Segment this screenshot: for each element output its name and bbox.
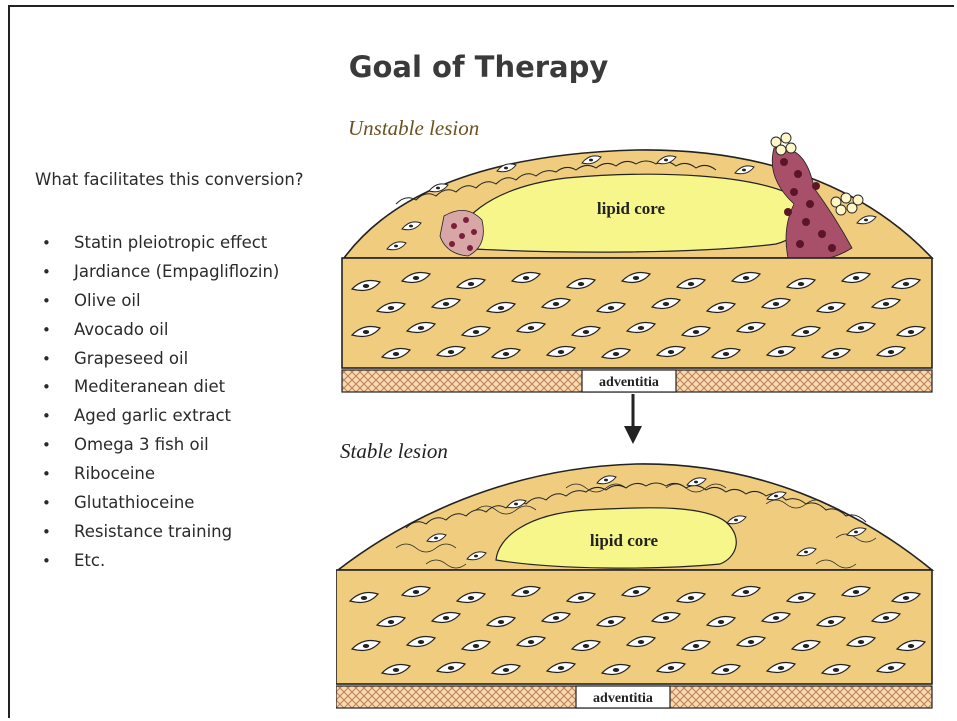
list-item: •Grapeseed oil bbox=[42, 345, 279, 374]
stable-lesion: Stable lesion lipid core adventitia bbox=[336, 439, 932, 708]
list-item-label: Olive oil bbox=[74, 291, 141, 310]
list-item-label: Statin pleiotropic effect bbox=[74, 233, 267, 252]
list-item: •Avocado oil bbox=[42, 316, 279, 345]
bullet-icon: • bbox=[42, 229, 74, 258]
bullet-icon: • bbox=[42, 489, 74, 518]
unstable-core-label: lipid core bbox=[597, 199, 666, 218]
bullet-icon: • bbox=[42, 316, 74, 345]
stable-heading: Stable lesion bbox=[340, 439, 448, 463]
list-item-label: Omega 3 fish oil bbox=[74, 435, 209, 454]
stable-core-label: lipid core bbox=[590, 531, 659, 550]
list-item-label: Jardiance (Empagliflozin) bbox=[74, 262, 279, 281]
list-item-label: Riboceine bbox=[74, 464, 155, 483]
bullet-icon: • bbox=[42, 547, 74, 576]
bullet-icon: • bbox=[42, 373, 74, 402]
list-item: •Mediteranean diet bbox=[42, 373, 279, 402]
bullet-icon: • bbox=[42, 345, 74, 374]
list-item-label: Resistance training bbox=[74, 522, 232, 541]
bullet-icon: • bbox=[42, 287, 74, 316]
unstable-lesion: Unstable lesion lipid core bbox=[342, 116, 932, 392]
list-item: •Statin pleiotropic effect bbox=[42, 229, 279, 258]
unstable-adventitia-label: adventitia bbox=[599, 375, 659, 390]
list-item: •Aged garlic extract bbox=[42, 402, 279, 431]
list-item-label: Aged garlic extract bbox=[74, 406, 231, 425]
list-item: •Omega 3 fish oil bbox=[42, 431, 279, 460]
list-item-label: Etc. bbox=[74, 551, 105, 570]
bullet-icon: • bbox=[42, 460, 74, 489]
list-item-label: Glutathioceine bbox=[74, 493, 194, 512]
list-item: •Resistance training bbox=[42, 518, 279, 547]
bullet-icon: • bbox=[42, 258, 74, 287]
question-text: What facilitates this conversion? bbox=[35, 170, 304, 189]
list-item: •Riboceine bbox=[42, 460, 279, 489]
therapy-list: •Statin pleiotropic effect •Jardiance (E… bbox=[42, 229, 279, 576]
list-item: •Jardiance (Empagliflozin) bbox=[42, 258, 279, 287]
bullet-icon: • bbox=[42, 518, 74, 547]
bullet-icon: • bbox=[42, 431, 74, 460]
down-arrow-icon bbox=[624, 394, 642, 444]
bullet-icon: • bbox=[42, 402, 74, 431]
lesion-diagram: Unstable lesion lipid core bbox=[336, 108, 936, 714]
list-item-label: Grapeseed oil bbox=[74, 349, 188, 368]
list-item: •Olive oil bbox=[42, 287, 279, 316]
list-item-label: Mediteranean diet bbox=[74, 377, 225, 396]
list-item: •Etc. bbox=[42, 547, 279, 576]
unstable-heading: Unstable lesion bbox=[348, 116, 479, 140]
slide-title: Goal of Therapy bbox=[0, 50, 957, 84]
stable-adventitia-label: adventitia bbox=[593, 691, 653, 706]
list-item-label: Avocado oil bbox=[74, 320, 168, 339]
list-item: •Glutathioceine bbox=[42, 489, 279, 518]
